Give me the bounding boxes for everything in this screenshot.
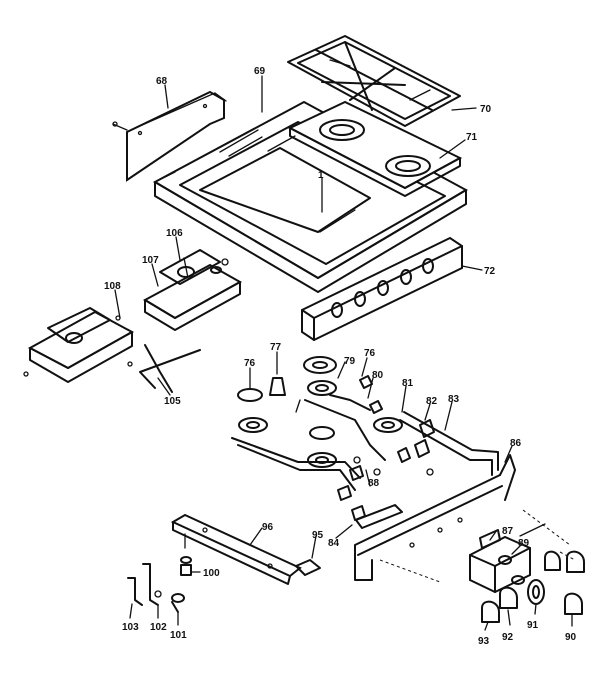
callout-84: 84 [328, 538, 340, 549]
callout-88: 88 [368, 478, 380, 489]
rear-panel-part-68 [112, 90, 227, 182]
callout-81: 81 [402, 378, 414, 389]
burner-bracket-part-108 [23, 307, 135, 383]
pipe-part-84 [355, 504, 403, 529]
callout-72: 72 [484, 266, 496, 277]
burner-bracket-part-107 [142, 249, 243, 331]
burner-tubes [231, 394, 499, 491]
grate-part-70 [287, 35, 461, 127]
bracket-part-102 [142, 563, 162, 606]
spacer-part-100 [180, 556, 192, 576]
callout-79: 79 [344, 356, 356, 367]
valve-fittings [337, 375, 435, 521]
manifold-part-86 [354, 454, 516, 583]
knob-part-90-rear [544, 550, 585, 573]
callout-71: 71 [466, 132, 478, 143]
callout-76-right: 76 [364, 348, 376, 359]
callout-86: 86 [510, 438, 522, 449]
clip-part-95 [295, 559, 321, 576]
knob-part-93 [481, 600, 500, 623]
callout-100: 100 [203, 568, 220, 579]
callout-70: 70 [480, 104, 492, 115]
callout-96: 96 [262, 522, 274, 533]
callout-93: 93 [478, 636, 490, 647]
screw-part-101 [171, 593, 185, 613]
orifice-fitting-part-77 [269, 377, 301, 413]
callout-68: 68 [156, 76, 168, 87]
callout-107: 107 [142, 255, 159, 266]
callout-89: 89 [518, 538, 530, 549]
callout-102: 102 [150, 622, 167, 633]
callout-1: 1 [318, 170, 324, 181]
callout-91: 91 [527, 620, 539, 631]
callout-106: 106 [166, 228, 183, 239]
control-panel-part-72 [301, 236, 463, 342]
heat-shield-part-89 [170, 513, 302, 585]
burner-head-right-front [307, 417, 403, 468]
callout-108: 108 [104, 281, 121, 292]
burner-head-right-rear [307, 380, 337, 440]
burner-box-part-71 [287, 100, 463, 197]
callout-77: 77 [270, 342, 282, 353]
callout-80: 80 [372, 370, 384, 381]
spring-part-105 [139, 344, 201, 393]
callout-87: 87 [502, 526, 514, 537]
callout-105: 105 [164, 396, 181, 407]
callout-69: 69 [254, 66, 266, 77]
rod-part-103 [127, 577, 143, 606]
callout-103: 103 [122, 622, 139, 633]
callout-92: 92 [502, 632, 514, 643]
knob-part-91 [527, 579, 545, 605]
knob-part-92 [499, 586, 518, 609]
leader-lines [114, 75, 573, 631]
burner-head-left-front [237, 388, 268, 433]
cooktop-frame-part-1 [152, 100, 469, 293]
callout-83: 83 [448, 394, 460, 405]
knob-part-90 [564, 592, 583, 615]
callout-95: 95 [312, 530, 324, 541]
burner-cap-part-79 [303, 356, 337, 374]
callout-90: 90 [565, 632, 577, 643]
callout-76: 76 [244, 358, 256, 369]
callout-101: 101 [170, 630, 187, 641]
callout-labels: 68 69 70 71 1 72 106 107 108 105 76 77 7… [104, 66, 577, 647]
valve-bracket-part-87 [479, 529, 501, 549]
callout-82: 82 [426, 396, 438, 407]
